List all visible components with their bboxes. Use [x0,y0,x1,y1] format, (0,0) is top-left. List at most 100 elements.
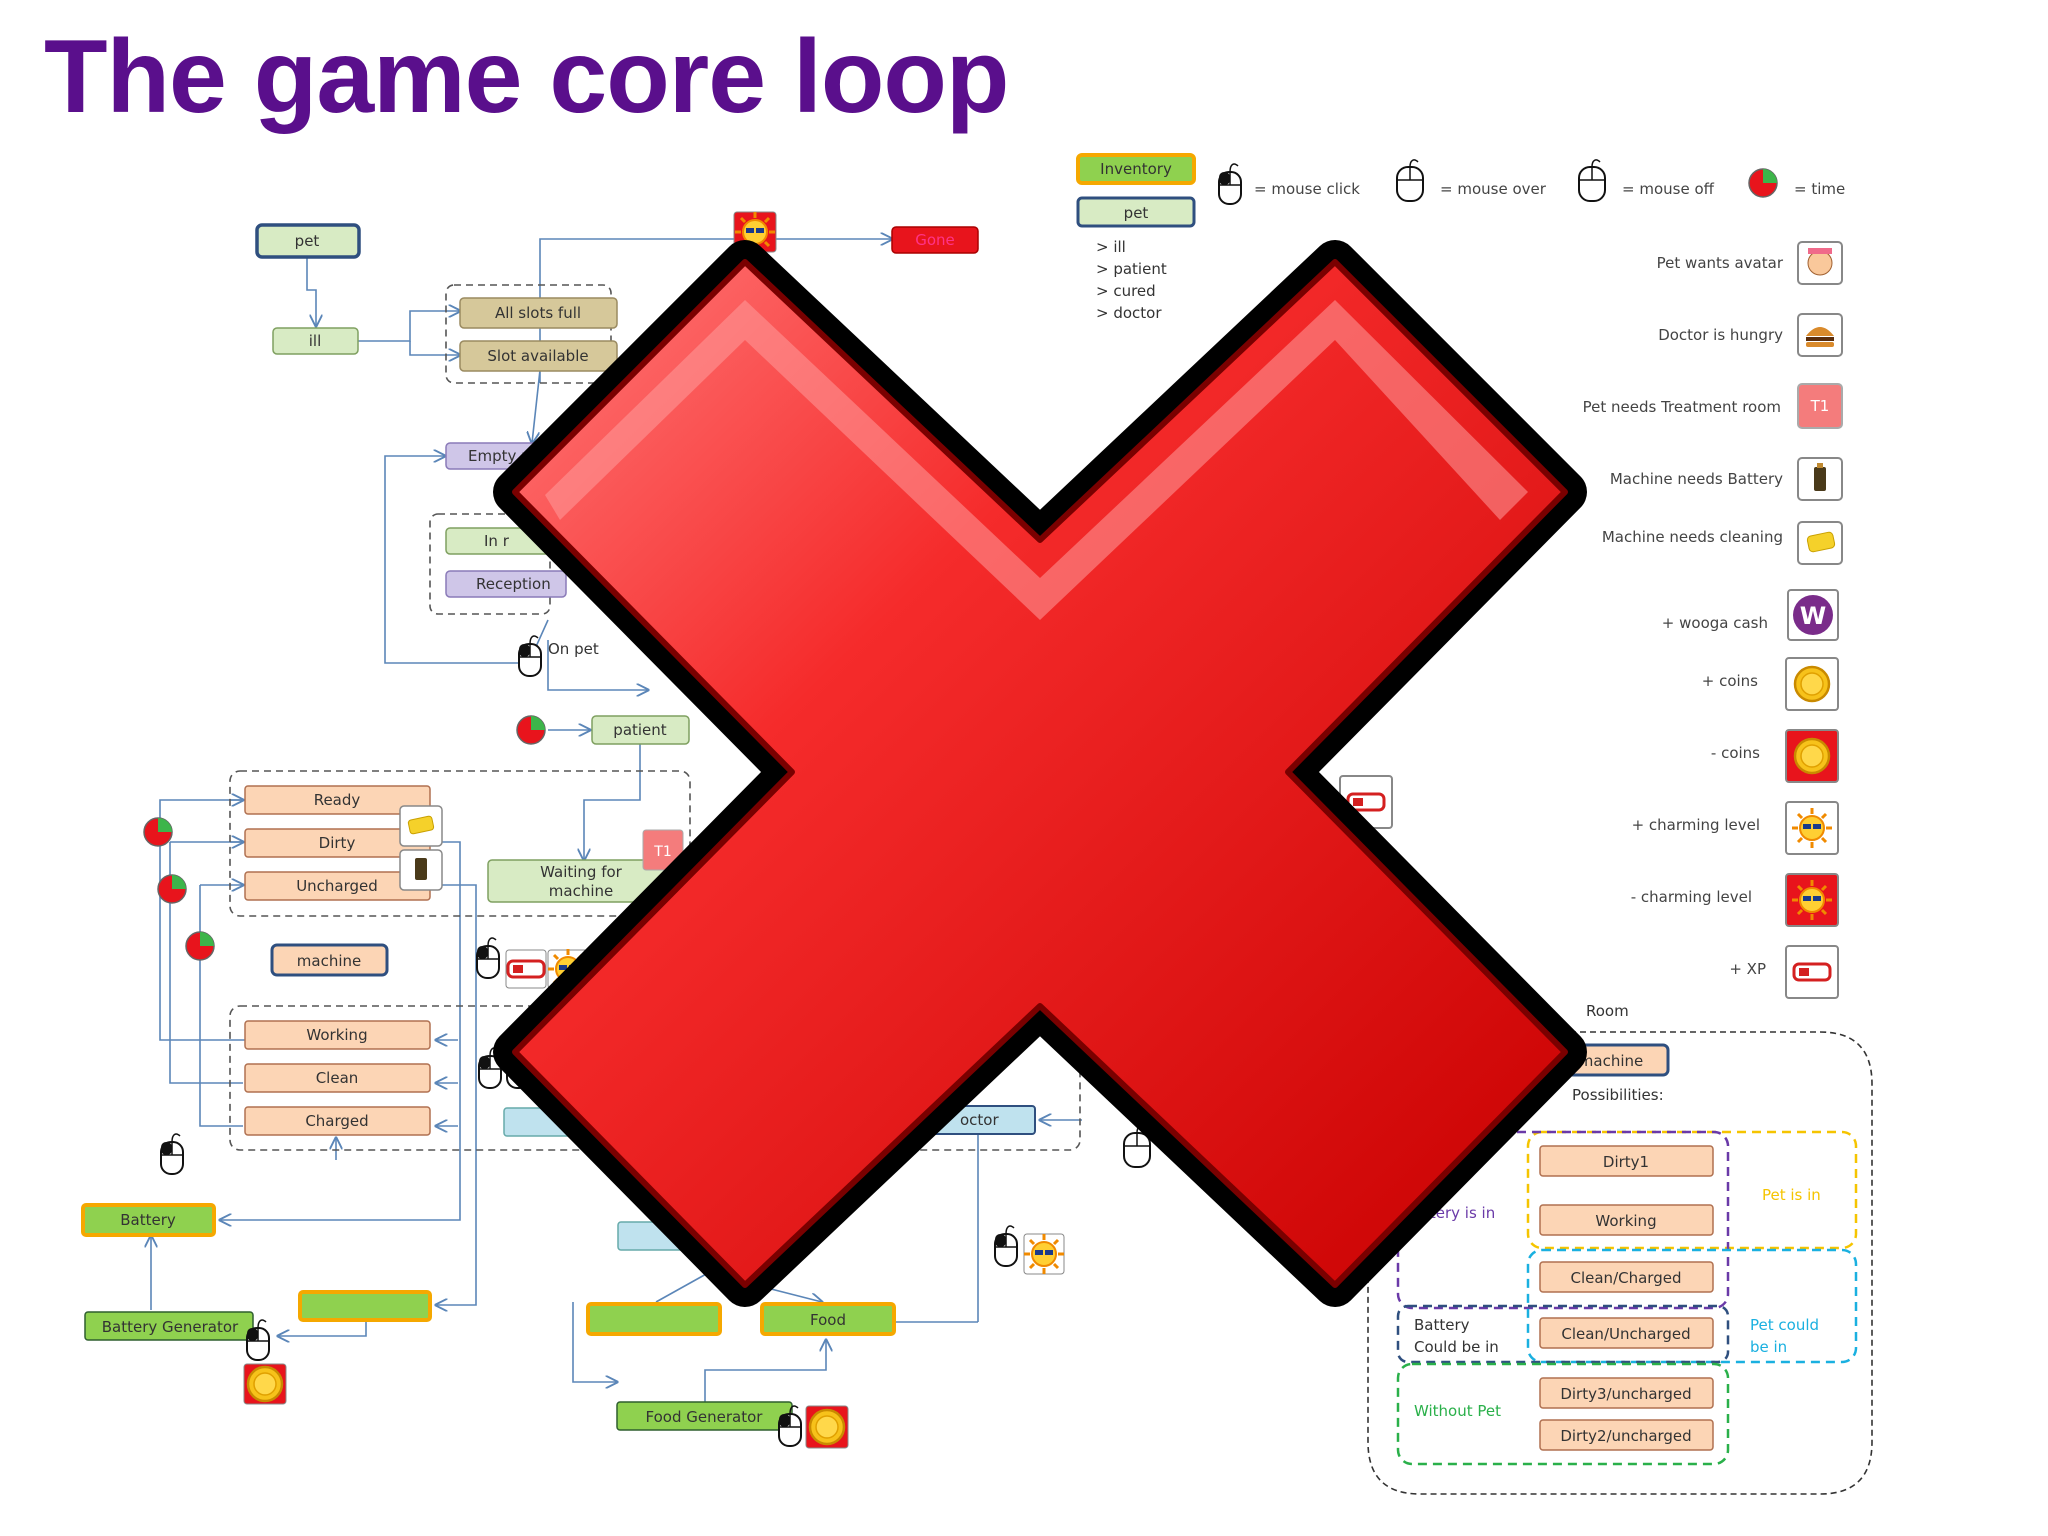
legend-state-ill: > ill [1096,238,1126,256]
battery-could-label-1: Battery [1414,1316,1470,1334]
mouse-click-icon [1218,163,1242,205]
battery-is-in-label: ttery is in [1424,1204,1495,1222]
legend-plus-coins: + coins [1702,672,1758,690]
legend-mouse-click: = mouse click [1254,180,1360,198]
state-dirty-label: Dirty [319,834,356,852]
treatment-room-small-icon: T1 [642,829,684,871]
without-pet-label: Without Pet [1414,1402,1501,1420]
svg-text:T1: T1 [1810,397,1830,415]
legend-inventory-label: Inventory [1100,160,1172,178]
time-clock-icon [1748,168,1778,198]
sponge-bubble-icon [1797,521,1843,565]
pet-is-in-label: Pet is in [1762,1186,1821,1204]
room-dirty2-label: Dirty2/uncharged [1560,1427,1691,1445]
minus-coins-icon [1785,729,1839,783]
state-charged-label: Charged [305,1112,368,1130]
flow-pet-label: pet [295,232,320,250]
patient-label: patient [613,721,666,739]
room-working-label: Working [1595,1212,1656,1230]
page-title: The game core loop [44,19,1009,135]
state-ready-label: Ready [314,791,361,809]
battery-generator-label: Battery Generator [102,1318,239,1336]
food-label: Food [810,1311,846,1329]
flow-pet-box [255,223,361,259]
battery-generator-box [84,1311,254,1341]
room-working-box [1539,1204,1714,1236]
legend-plus-charming: + charming level [1632,816,1760,834]
machine-click-icon [476,937,500,979]
xp-icon [1785,945,1839,999]
legend-plus-xp: + XP [1729,960,1766,978]
legend-mouse-over: = mouse over [1440,180,1547,198]
legend-pet-wants-avatar: Pet wants avatar [1657,254,1784,272]
room-dirty1-box [1539,1145,1714,1177]
room-clean-uncharged-label: Clean/Uncharged [1561,1325,1690,1343]
reception-label: Reception [476,575,551,593]
legend-needs-cleaning: Machine needs cleaning [1602,528,1783,546]
slot-available-box [459,340,618,372]
legend-minus-coins: - coins [1711,744,1760,762]
pet-could-region [1526,1248,1858,1364]
battery-box [81,1203,216,1237]
legend-state-cured: > cured [1096,282,1156,300]
legend: Inventory pet > ill > patient > cured > … [1076,153,1845,999]
plus-coins-icon [1785,657,1839,711]
slot-available-label: Slot available [487,347,588,365]
legend-minus-charming: - charming level [1631,888,1752,906]
battery-could-region [1396,1304,1730,1364]
pet-is-in-region [1526,1130,1858,1250]
state-ready-box [244,785,431,815]
sponge-bubble-small-icon [399,805,443,847]
legend-mouse-off: = mouse off [1622,180,1715,198]
state-clean-box [244,1063,431,1093]
burger-bubble-icon [1797,313,1843,357]
room-label: Room [1586,1002,1629,1020]
food-box [760,1302,896,1336]
waiting-label-1: Waiting for [540,863,623,881]
plus-charming-icon [1785,801,1839,855]
without-pet-region [1396,1362,1730,1466]
legend-needs-treatment: Pet needs Treatment room [1583,398,1781,416]
empty-inventory-box-1 [298,1290,432,1322]
doctor-charming-icon [1022,1232,1066,1276]
waiting-label-2: machine [549,882,613,900]
empty-inventory-box-2 [586,1302,722,1336]
state-working-box [244,1020,431,1050]
ready-time-icon [185,931,215,961]
svg-text:T1: T1 [653,844,671,860]
legend-time: = time [1794,180,1845,198]
all-slots-full-box [459,297,618,329]
svg-text:W: W [1800,602,1826,630]
legend-state-doctor: > doctor [1096,304,1162,322]
room-clean-uncharged-box [1539,1317,1714,1349]
on-pet-label: On pet [548,640,599,658]
in-reception-label: In r [484,532,510,550]
pet-could-label-2: be in [1750,1338,1787,1356]
flow-ill-label: ill [309,332,322,350]
doctor-mouse-icon [994,1225,1018,1267]
state-charged-box [244,1106,431,1136]
room-machine-label: machine [1579,1052,1643,1070]
wooga-cash-icon: W [1787,589,1839,641]
state-uncharged-label: Uncharged [296,877,378,895]
patient-time-icon [516,715,546,745]
legend-state-patient: > patient [1096,260,1167,278]
minus-charming-icon [1785,873,1839,927]
room-dirty3-box [1539,1377,1714,1409]
state-working-label: Working [306,1026,367,1044]
state-clean-label: Clean [316,1069,359,1087]
legend-doctor-hungry: Doctor is hungry [1658,326,1783,344]
doctor-label: octor [960,1111,999,1129]
legend-inventory-box [1076,153,1196,185]
pet-could-label-1: Pet could [1750,1316,1819,1334]
room-clean-charged-label: Clean/Charged [1571,1269,1682,1287]
mouse-over-icon [1396,158,1424,202]
food-generator-coin-icon [805,1405,849,1449]
battery-bubble-small-icon [399,849,443,891]
legend-wooga-cash: + wooga cash [1662,614,1768,632]
gone-label: Gone [915,231,955,249]
flow-machine-box [270,943,389,977]
reception-box [445,570,567,598]
dirty-time-icon [143,817,173,847]
possibilities-label: Possibilities: [1572,1086,1664,1104]
